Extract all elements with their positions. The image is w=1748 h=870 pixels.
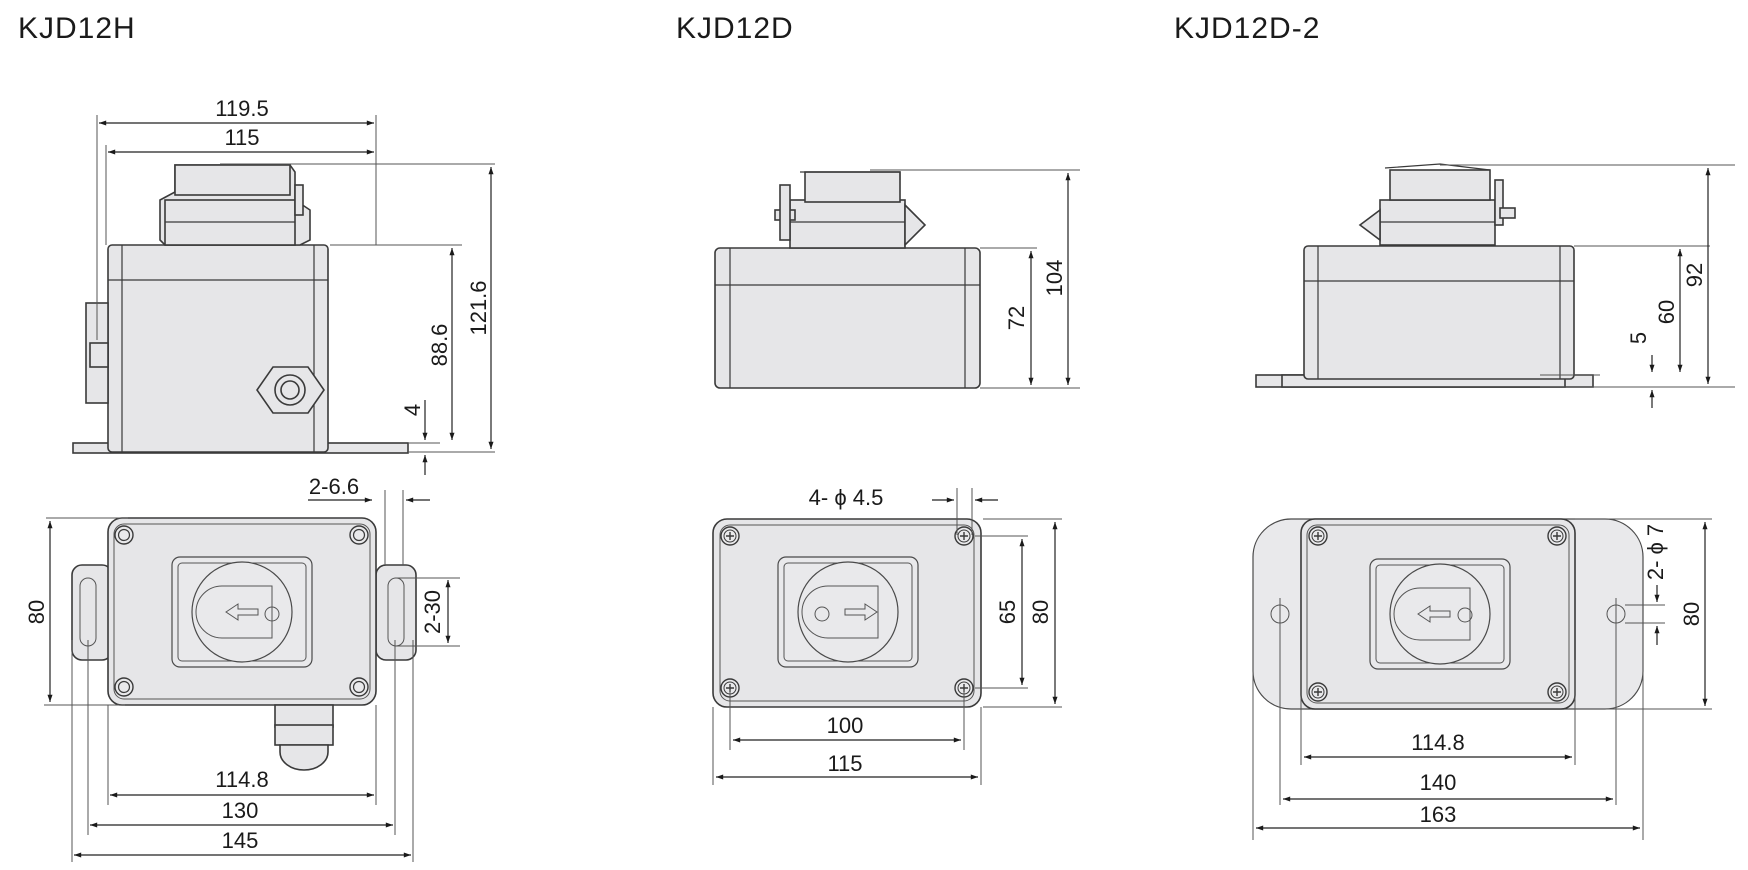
dim-140: 140 — [1420, 770, 1457, 795]
dim-5: 5 — [1626, 332, 1651, 344]
dim-130: 130 — [222, 798, 259, 823]
dim-4-phi-4-5: 4- ϕ 4.5 — [809, 485, 884, 510]
dim-163: 163 — [1420, 802, 1457, 827]
kjd12h-top-view — [71, 517, 417, 771]
kjd12d-side-dims: 104 72 — [870, 169, 1080, 389]
dim-72: 72 — [1004, 306, 1029, 330]
kjd12h-top-dims: 2-6.6 80 2-30 114.8 130 145 — [24, 474, 460, 862]
title-kjd12h: KJD12H — [18, 12, 136, 45]
kjd12h-side-dims: 119.5 115 121.6 88.6 4 — [96, 96, 495, 475]
dim-145: 145 — [222, 828, 259, 853]
title-kjd12d2: KJD12D-2 — [1174, 12, 1321, 45]
dim-104: 104 — [1042, 260, 1067, 297]
dim-2-30: 2-30 — [420, 590, 445, 634]
dim-60: 60 — [1654, 300, 1679, 324]
dim-65: 65 — [995, 600, 1020, 624]
kjd12d2-top-view — [1252, 518, 1644, 710]
dim-100: 100 — [827, 713, 864, 738]
dim-92: 92 — [1682, 263, 1707, 287]
kjd12d-top-view — [712, 518, 982, 708]
dim-114-8-h: 114.8 — [215, 767, 268, 792]
dim-119-5: 119.5 — [215, 96, 268, 121]
dim-114-8-d2: 114.8 — [1411, 730, 1464, 755]
kjd12d2-top-dims: 2- ϕ 7 80 114.8 140 163 — [1252, 518, 1712, 840]
dim-4: 4 — [400, 404, 425, 416]
dim-2-phi-7: 2- ϕ 7 — [1643, 524, 1668, 580]
kjd12d2-side-view — [1255, 163, 1594, 388]
kjd12h-side-view — [72, 164, 409, 454]
dim-88-6: 88.6 — [427, 324, 452, 367]
kjd12d2-side-dims: 92 60 5 — [1440, 164, 1735, 408]
dim-80-d: 80 — [1028, 600, 1053, 624]
title-kjd12d: KJD12D — [676, 12, 794, 45]
dim-80-d2: 80 — [1679, 602, 1704, 626]
dim-115-d: 115 — [827, 751, 862, 776]
kjd12d-top-dims: 4- ϕ 4.5 65 80 100 115 — [712, 485, 1062, 785]
dim-115: 115 — [224, 125, 259, 150]
dim-2-6-6: 2-6.6 — [309, 474, 359, 499]
dim-121-6: 121.6 — [466, 280, 491, 335]
kjd12d-side-view — [714, 171, 981, 389]
dim-80-h: 80 — [24, 600, 49, 624]
